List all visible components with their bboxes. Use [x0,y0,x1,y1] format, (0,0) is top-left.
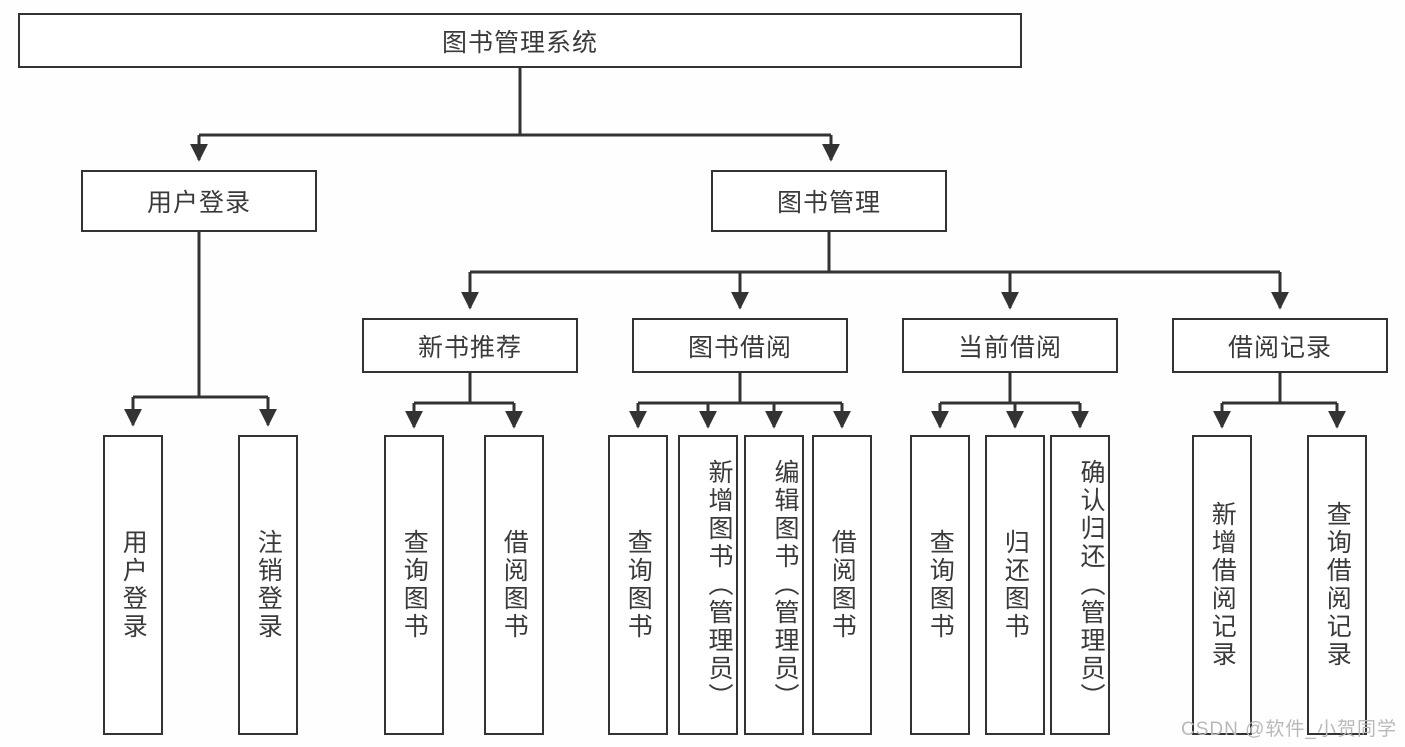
leaf-edit-book-admin[interactable]: 编辑图书（管理员） [744,435,804,735]
leaf-add-borrow-record[interactable]: 新增借阅记录 [1192,435,1252,735]
leaf-query-book-borrow[interactable]: 查询图书 [608,435,668,735]
node-book-management[interactable]: 图书管理 [711,170,947,232]
leaf-confirm-return-admin[interactable]: 确认归还（管理员） [1050,435,1110,735]
node-current-borrow[interactable]: 当前借阅 [902,318,1118,373]
leaf-borrow-book-recommend[interactable]: 借阅图书 [484,435,544,735]
leaf-logout-login[interactable]: 注销登录 [238,435,298,735]
node-borrow-record[interactable]: 借阅记录 [1172,318,1388,373]
node-book-borrow[interactable]: 图书借阅 [632,318,848,373]
leaf-query-borrow-record[interactable]: 查询借阅记录 [1307,435,1367,735]
node-user-login[interactable]: 用户登录 [81,170,317,232]
leaf-user-login[interactable]: 用户登录 [103,435,163,735]
leaf-query-book-current[interactable]: 查询图书 [910,435,970,735]
leaf-add-book-admin[interactable]: 新增图书（管理员） [678,435,738,735]
leaf-borrow-book[interactable]: 借阅图书 [812,435,872,735]
leaf-return-book[interactable]: 归还图书 [985,435,1045,735]
csdn-watermark: CSDN @软件_小贺同学 [1181,719,1397,740]
node-new-book-recommend[interactable]: 新书推荐 [362,318,578,373]
leaf-query-book-recommend[interactable]: 查询图书 [384,435,444,735]
node-root-system[interactable]: 图书管理系统 [18,13,1022,68]
